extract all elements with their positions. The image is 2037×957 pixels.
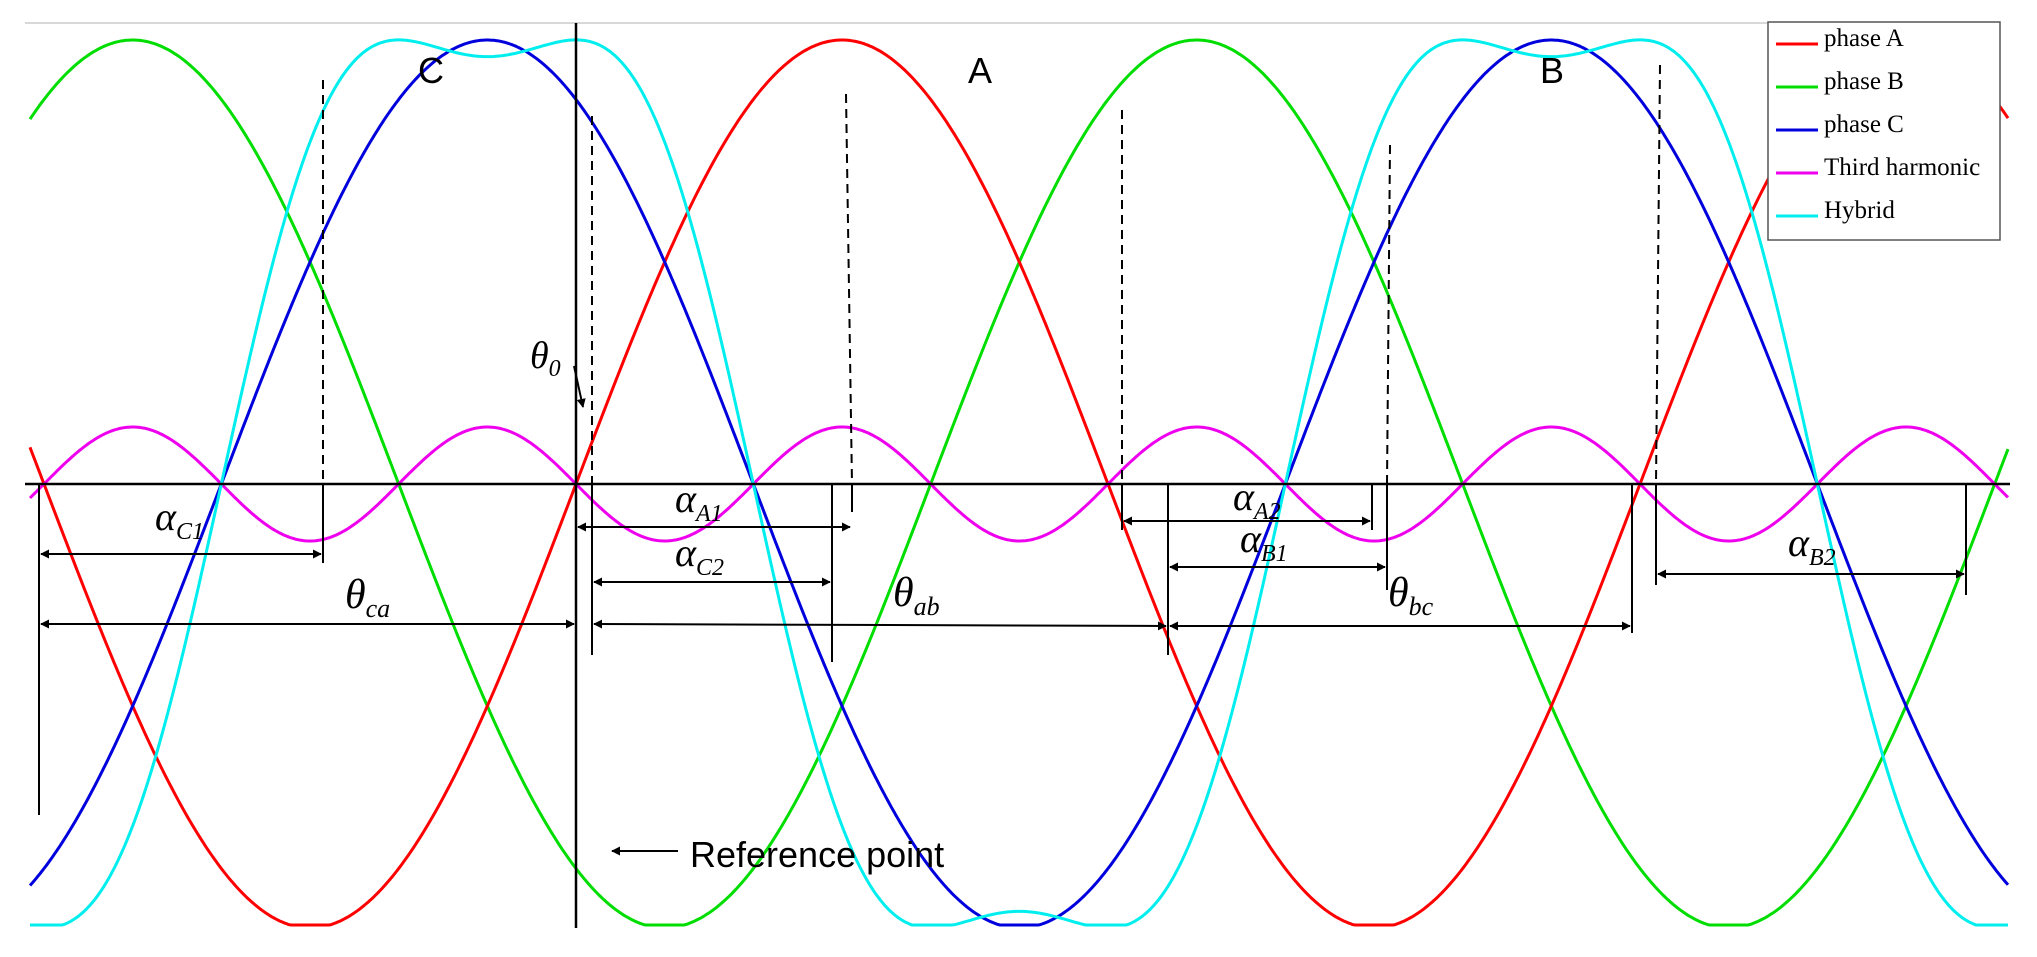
dashed-line xyxy=(1655,64,1661,485)
alpha-c1-label: αC1 xyxy=(155,494,204,545)
phase-a-label: A xyxy=(968,50,992,91)
phase-b-curve xyxy=(28,38,2010,927)
dashed-line xyxy=(845,93,853,485)
legend-label: phase A xyxy=(1824,25,1904,52)
legend-label: Third harmonic xyxy=(1824,154,1980,181)
theta-ab-arrow xyxy=(593,619,1167,631)
reference-point-label: Reference point xyxy=(690,834,944,875)
alpha-c2-label: αC2 xyxy=(675,530,724,581)
legend-label: Hybrid xyxy=(1824,197,1895,224)
waveform-curves xyxy=(28,38,2010,927)
phase-c-label: C xyxy=(418,50,444,91)
phase-b-label: B xyxy=(1540,50,1564,91)
legend: phase A phase B phase C Third harmonicHybri… xyxy=(1767,21,2001,241)
legend-label: phase C xyxy=(1824,111,1904,138)
boundary-lines xyxy=(38,484,1967,815)
phase-a-curve xyxy=(28,38,2010,927)
alpha-b2-label: αB2 xyxy=(1788,520,1836,571)
theta-ab-label: θab xyxy=(893,570,940,621)
theta0-label: θ0 xyxy=(530,335,561,382)
third-harmonic-curve xyxy=(28,425,2010,543)
legend-label: phase B xyxy=(1824,68,1904,95)
theta-ca-label: θca xyxy=(345,572,390,623)
theta-bc-label: θbc xyxy=(1388,570,1434,621)
theta0-pointer xyxy=(573,365,586,408)
dimension-arrows xyxy=(40,365,1965,856)
dashed-lines xyxy=(322,64,1661,485)
hybrid-curve xyxy=(30,38,2008,927)
alpha-a2-label: αA2 xyxy=(1233,474,1281,525)
dashed-line xyxy=(1386,144,1391,485)
alpha-b1-label: αB1 xyxy=(1240,516,1288,567)
legend-items: phase A phase B phase C Third harmonicHybri… xyxy=(1776,25,1980,224)
phase-c-curve xyxy=(28,38,2010,927)
alpha-a1-label: αA1 xyxy=(675,476,723,527)
